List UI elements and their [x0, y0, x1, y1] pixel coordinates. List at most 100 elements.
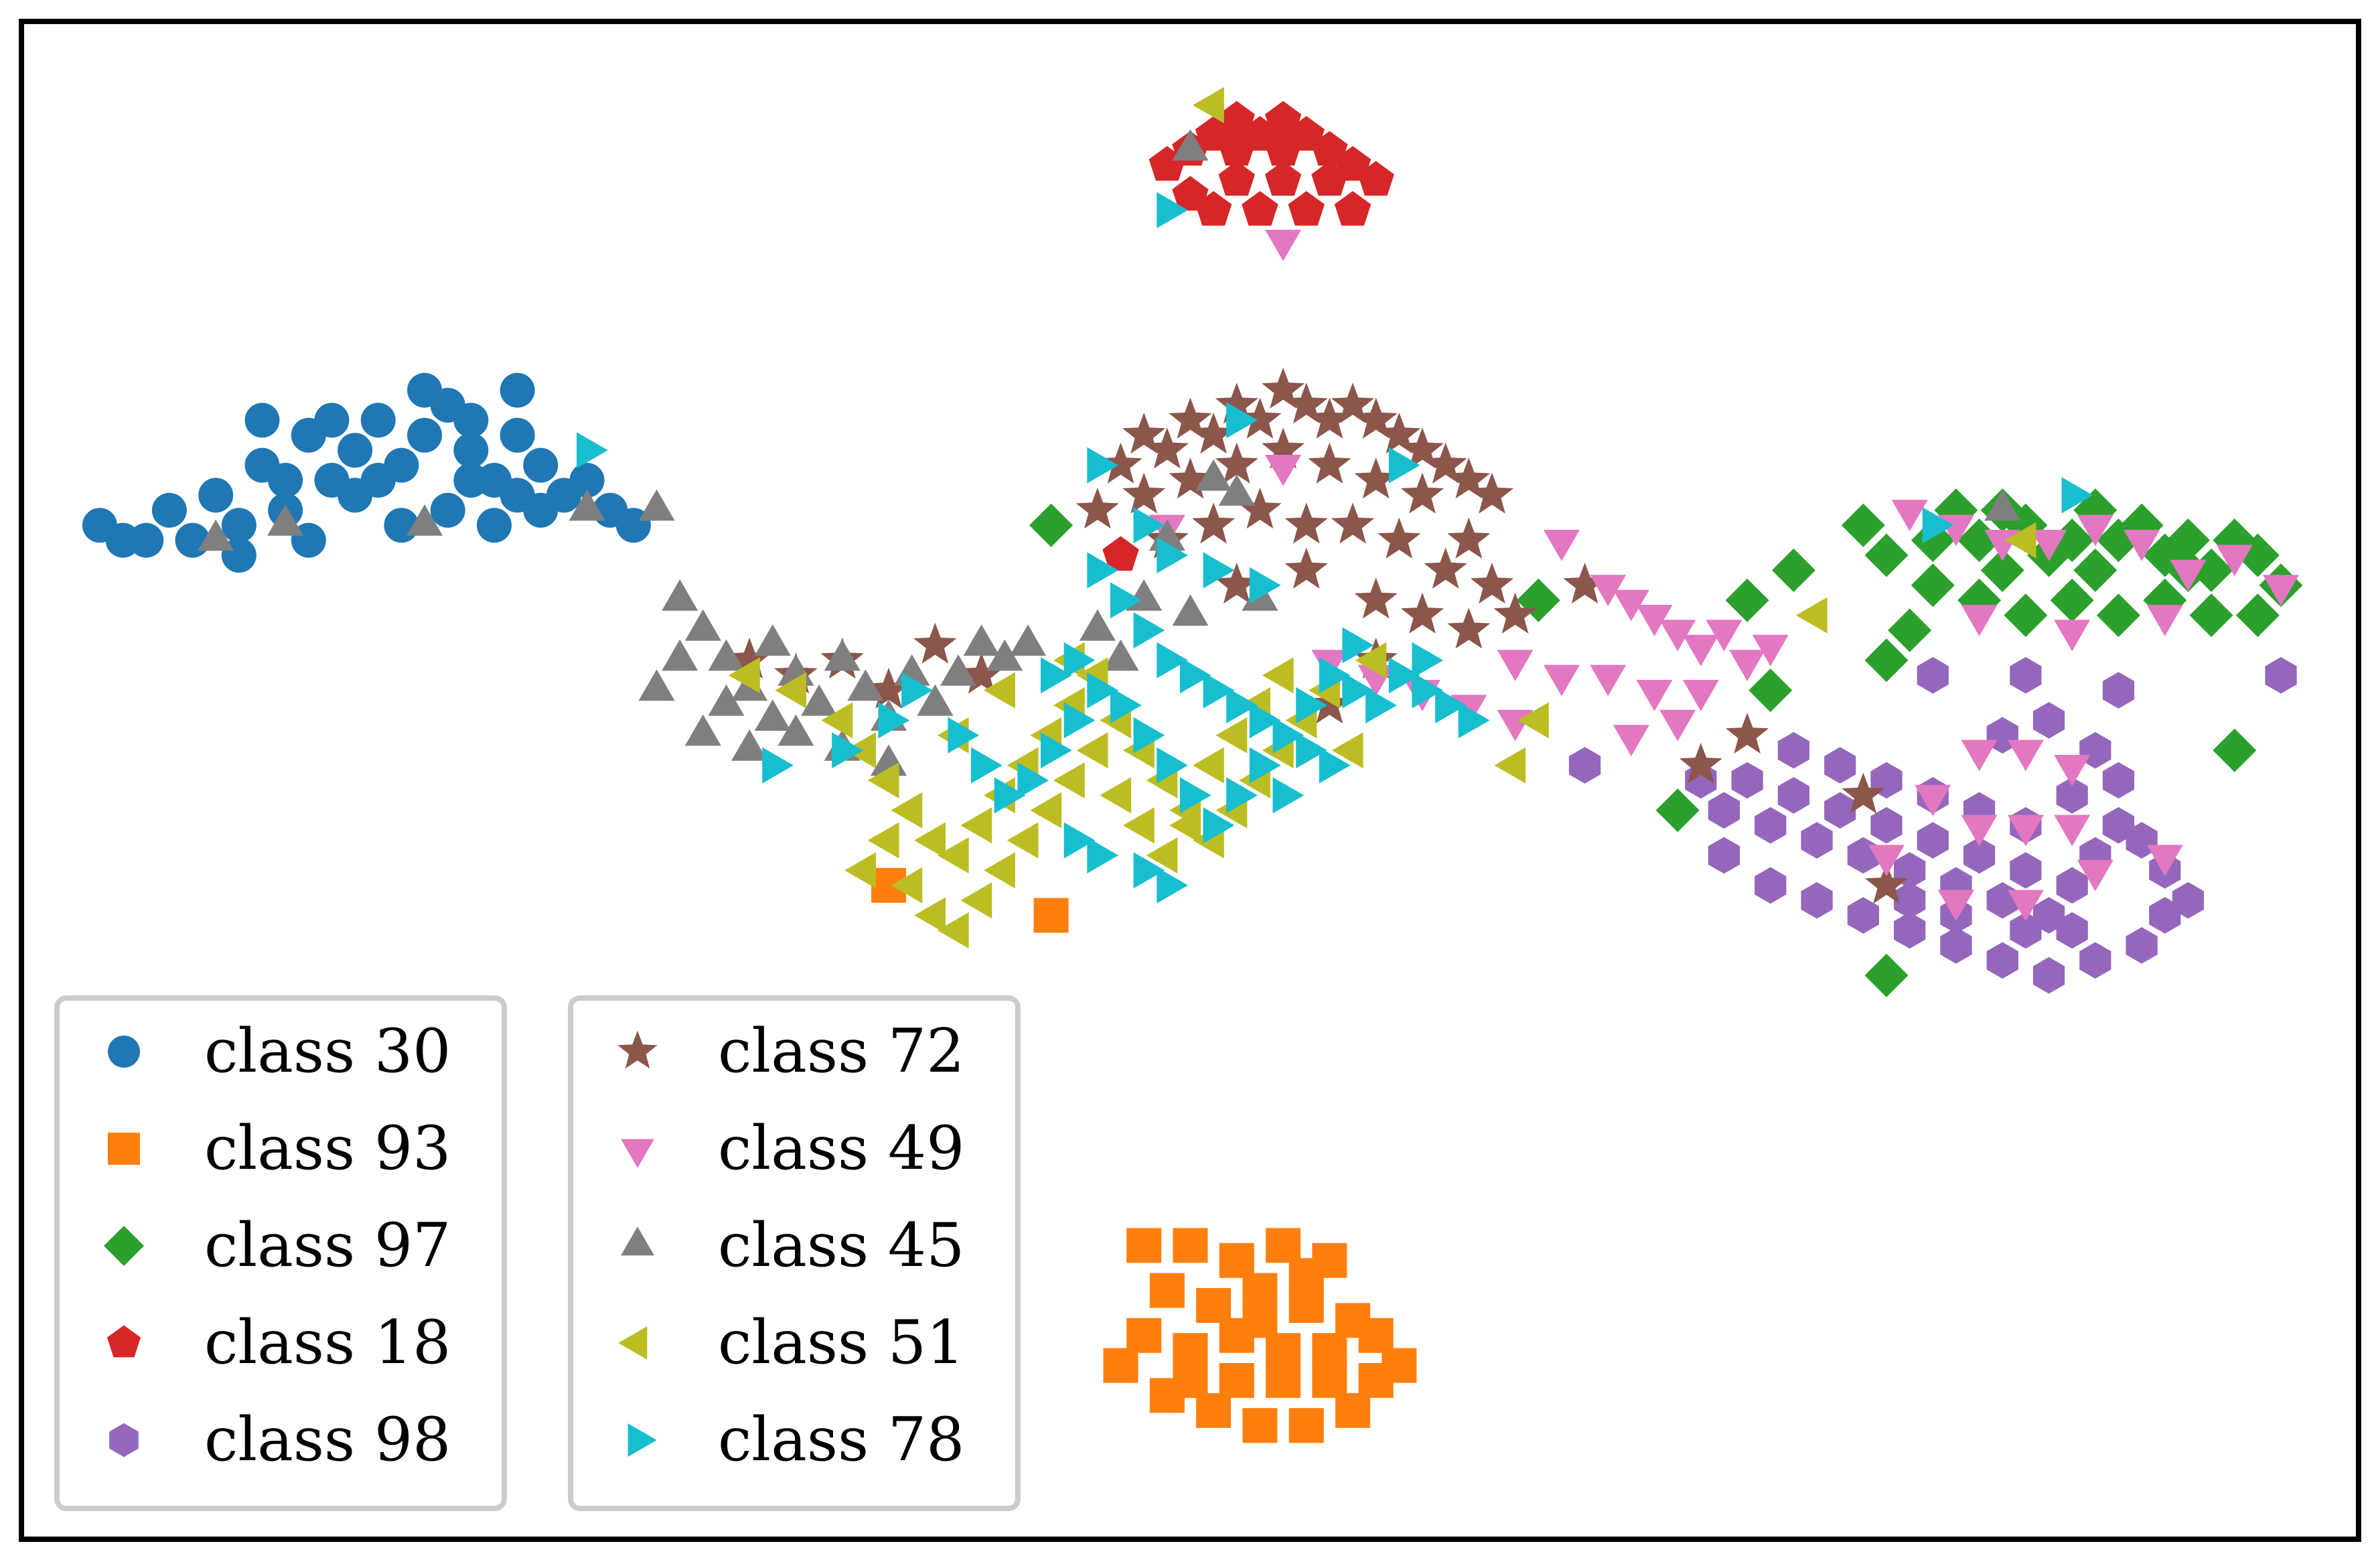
scatter-point: [2149, 897, 2181, 934]
scatter-point: [1218, 100, 1255, 136]
scatter-point: [338, 433, 373, 468]
scatter-point: [1708, 792, 1740, 829]
scatter-point: [500, 478, 535, 513]
scatter-point: [406, 504, 443, 536]
scatter-point: [1266, 1228, 1301, 1263]
scatter-point: [1334, 191, 1371, 226]
scatter-point: [1264, 100, 1302, 136]
scatter-point: [2073, 548, 2117, 592]
scatter-point: [1801, 881, 1833, 919]
scatter-point: [1870, 806, 1903, 844]
scatter-point: [1917, 656, 1949, 694]
scatter-point: [267, 504, 304, 536]
scatter-point: [407, 372, 443, 408]
scatter-point: [1219, 1242, 1254, 1278]
scatter-point: [1249, 747, 1281, 784]
scatter-point: [1157, 642, 1188, 679]
scatter-point: [1961, 814, 1998, 847]
legend-left-markers: [104, 1036, 144, 1458]
scatter-point: [1029, 503, 1073, 547]
scatter-point: [2056, 912, 2088, 949]
legend-label: class 98: [204, 1405, 451, 1475]
scatter-point: [2146, 845, 2183, 877]
scatter-point: [2007, 739, 2044, 772]
scatter-point: [2061, 477, 2093, 514]
scatter-point: [151, 492, 187, 528]
scatter-point: [948, 717, 980, 754]
scatter-point: [2102, 762, 2135, 799]
scatter-point: [1400, 427, 1444, 469]
scatter-point: [1226, 687, 1258, 723]
scatter-point: [1262, 427, 1305, 469]
legend-marker: [109, 1423, 139, 1458]
scatter-point: [1312, 1333, 1347, 1368]
scatter-point: [867, 762, 899, 798]
scatter-point: [662, 579, 698, 611]
scatter-point: [2054, 814, 2091, 847]
scatter-point: [1354, 457, 1398, 499]
scatter-point: [1215, 382, 1258, 424]
scatter-point: [891, 867, 923, 904]
legend-label: class 30: [204, 1016, 451, 1086]
scatter-point: [937, 912, 969, 948]
scatter-point: [1033, 898, 1069, 933]
scatter-point: [2010, 656, 2042, 694]
scatter-point: [1636, 605, 1673, 636]
scatter-point: [847, 669, 884, 701]
scatter-point: [1009, 624, 1046, 656]
scatter-point: [1288, 191, 1325, 226]
scatter-point: [1100, 777, 1132, 814]
scatter-point: [971, 747, 1002, 784]
legend-marker: [104, 1226, 144, 1266]
scatter-point: [2050, 518, 2094, 563]
scatter-point: [1218, 161, 1255, 196]
scatter-point: [1378, 517, 1421, 559]
legend-frame-left: [54, 995, 507, 1511]
scatter-point: [1795, 597, 1828, 634]
scatter-point: [1308, 442, 1351, 484]
scatter-point: [1354, 397, 1398, 439]
scatter-point: [1777, 731, 1809, 769]
scatter-point: [994, 777, 1026, 814]
scatter-point: [1355, 642, 1387, 679]
scatter-point: [198, 519, 234, 551]
scatter-point: [1424, 442, 1467, 484]
scatter-point: [2050, 578, 2094, 622]
scatter-point: [1659, 620, 1696, 652]
scatter-point: [1358, 1363, 1394, 1398]
series-class-30: [82, 372, 651, 573]
scatter-point: [1041, 732, 1072, 769]
scatter-point: [914, 897, 946, 934]
scatter-point: [453, 463, 489, 498]
scatter-point: [1447, 608, 1491, 649]
scatter-point: [1169, 807, 1201, 844]
scatter-point: [360, 403, 396, 438]
scatter-point: [500, 372, 535, 408]
scatter-point: [1400, 592, 1444, 634]
scatter-point: [1311, 161, 1348, 196]
scatter-point: [1087, 447, 1119, 484]
scatter-point: [1706, 620, 1742, 652]
scatter-point: [2265, 656, 2297, 694]
scatter-point: [1063, 642, 1096, 679]
scatter-point: [1358, 1318, 1394, 1353]
scatter-point: [984, 672, 1015, 709]
scatter-point: [960, 652, 1003, 694]
scatter-point: [1265, 230, 1302, 261]
scatter-point: [1940, 927, 1972, 964]
scatter-point: [1590, 664, 1627, 697]
scatter-point: [1215, 442, 1258, 484]
legend-label: class 51: [718, 1307, 964, 1378]
scatter-point: [2216, 545, 2253, 577]
scatter-point: [477, 508, 512, 543]
legend-right-markers: [617, 1030, 658, 1457]
scatter-point: [1215, 717, 1248, 754]
scatter-point: [1568, 747, 1601, 784]
scatter-point: [1173, 1333, 1208, 1368]
scatter-point: [708, 639, 745, 671]
scatter-point: [453, 403, 489, 438]
scatter-point: [1133, 717, 1165, 754]
scatter-point: [1725, 578, 1769, 622]
scatter-point: [1726, 713, 1769, 754]
scatter-point: [1017, 762, 1049, 798]
